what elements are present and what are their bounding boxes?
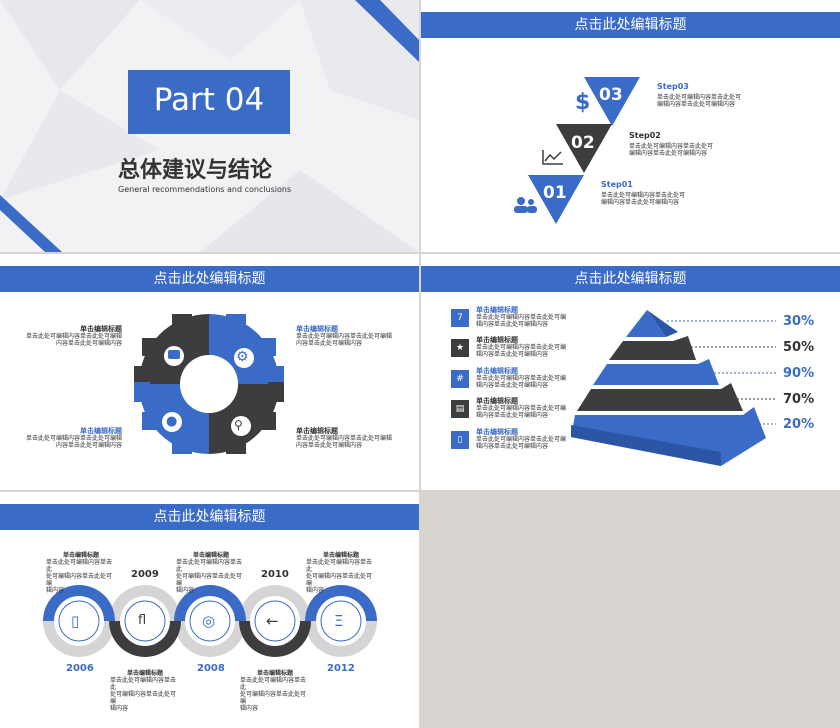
- dollar-icon: $: [575, 90, 591, 115]
- gear-item-top-left: 单击编辑标题 单击此处可编辑内容单击此处可编辑内容单击此处可编辑内容: [25, 325, 122, 348]
- step03-label: Step03: [657, 82, 689, 91]
- cover-title: 总体建议与结论: [118, 158, 273, 183]
- pyramid-percent: 30%: [783, 314, 815, 329]
- cover-slide[interactable]: Part 04 总体建议与结论 General recommendations …: [0, 0, 419, 252]
- pyramid-diagram: [571, 310, 776, 466]
- step02-label: Step02: [629, 131, 661, 140]
- step02-number: 02: [571, 133, 595, 153]
- pyramid-slide[interactable]: 点击此处编辑标题 7 单击编辑标题单击此处可编辑内容单击此处可编辑内容单击此处可…: [421, 254, 840, 490]
- part-label: Part 04: [153, 82, 265, 118]
- timeline-item: 单击编辑标题单击此处可编辑内容单击此处可编辑内容单击此处可编辑内容: [176, 552, 243, 594]
- chart-trend-icon: [542, 150, 563, 165]
- gear-item-bottom-left: 单击编辑标题 单击此处可编辑内容单击此处可编辑内容单击此处可编辑内容: [25, 427, 122, 450]
- pyramid-percent: 50%: [783, 340, 815, 355]
- pyramid-item: 单击编辑标题单击此处可编辑内容单击此处可编辑内容单击此处可编辑内容: [476, 306, 567, 329]
- timeline-item: 单击编辑标题单击此处可编辑内容单击此处可编辑内容单击此处可编辑内容: [110, 670, 177, 712]
- year-2012: 2012: [327, 663, 355, 674]
- timeline-item: 单击编辑标题单击此处可编辑内容单击此处可编辑内容单击此处可编辑内容: [240, 670, 307, 712]
- steps-slide[interactable]: 点击此处编辑标题 03 02 01 $ Step03 单击此处可编辑内容单击此处…: [421, 0, 840, 252]
- part-box: [128, 70, 290, 134]
- phone-icon: ▯: [71, 612, 80, 630]
- pyramid-item-icon: ★: [451, 339, 469, 357]
- step01-triangle: [528, 175, 584, 224]
- year-2006: 2006: [66, 663, 94, 674]
- year-2010: 2010: [261, 569, 289, 580]
- cover-background: [0, 0, 419, 252]
- steps-diagram: [528, 77, 640, 224]
- cover-subtitle: General recommendations and conclusions: [118, 185, 292, 194]
- timeline-diagram: [43, 585, 377, 657]
- pyramid-item: 单击编辑标题单击此处可编辑内容单击此处可编辑内容单击此处可编辑内容: [476, 367, 567, 390]
- pyramid-item-icon: #: [451, 370, 469, 388]
- slide-header: 点击此处编辑标题: [421, 12, 840, 38]
- year-2008: 2008: [197, 663, 225, 674]
- pyramid-percent: 20%: [783, 417, 815, 432]
- pyramid-percent: 90%: [783, 366, 815, 381]
- users-icon: [514, 197, 537, 213]
- menu-icon: Ξ: [334, 612, 344, 630]
- search-icon: ⚲: [234, 418, 243, 432]
- step03-triangle: [584, 77, 640, 126]
- slide-header: 点击此处编辑标题: [0, 504, 419, 530]
- step02-desc: 单击此处可编辑内容单击此处可编辑内容单击此处可编辑内容: [629, 143, 714, 157]
- step02-triangle: [556, 124, 612, 173]
- pyramid-item: 单击编辑标题单击此处可编辑内容单击此处可编辑内容单击此处可编辑内容: [476, 428, 567, 451]
- timeline-item: 单击编辑标题单击此处可编辑内容单击此处可编辑内容单击此处可编辑内容: [306, 552, 373, 594]
- user-icon: ●: [166, 414, 178, 429]
- timeline-item: 单击编辑标题单击此处可编辑内容单击此处可编辑内容单击此处可编辑内容: [46, 552, 113, 594]
- year-2009: 2009: [131, 569, 159, 580]
- gear-diagram: [134, 314, 284, 454]
- slide-header: 点击此处编辑标题: [0, 266, 419, 292]
- pyramid-item: 单击编辑标题单击此处可编辑内容单击此处可编辑内容单击此处可编辑内容: [476, 397, 567, 420]
- pyramid-percent: 70%: [783, 392, 815, 407]
- code-icon: fl: [138, 613, 147, 628]
- briefcase-icon: [168, 350, 180, 359]
- timeline-slide[interactable]: 点击此处编辑标题 ▯ fl ◎ ← Ξ 2006 2009 2008 2010 …: [0, 492, 419, 728]
- pyramid-item: 单击编辑标题单击此处可编辑内容单击此处可编辑内容单击此处可编辑内容: [476, 336, 567, 359]
- gear-slide[interactable]: 点击此处编辑标题: [0, 254, 419, 490]
- step01-number: 01: [543, 183, 567, 203]
- settings-icon: ⚙: [236, 349, 249, 365]
- pyramid-item-icon: 7: [451, 309, 469, 327]
- gear-item-top-right: 单击编辑标题 单击此处可编辑内容单击此处可编辑内容单击此处可编辑内容: [296, 325, 393, 348]
- pyramid-item-icon: ▯: [451, 431, 469, 449]
- step03-number: 03: [599, 85, 623, 105]
- step01-label: Step01: [601, 180, 633, 189]
- broadcast-icon: ◎: [202, 612, 216, 630]
- arrow-left-icon: ←: [266, 612, 279, 630]
- empty-slide-area: [421, 492, 840, 728]
- step01-desc: 单击此处可编辑内容单击此处可编辑内容单击此处可编辑内容: [601, 192, 686, 206]
- gear-item-bottom-right: 单击编辑标题 单击此处可编辑内容单击此处可编辑内容单击此处可编辑内容: [296, 427, 393, 450]
- pyramid-item-icon: ▤: [451, 400, 469, 418]
- slide-header: 点击此处编辑标题: [421, 266, 840, 292]
- step03-desc: 单击此处可编辑内容单击此处可编辑内容单击此处可编辑内容: [657, 94, 742, 108]
